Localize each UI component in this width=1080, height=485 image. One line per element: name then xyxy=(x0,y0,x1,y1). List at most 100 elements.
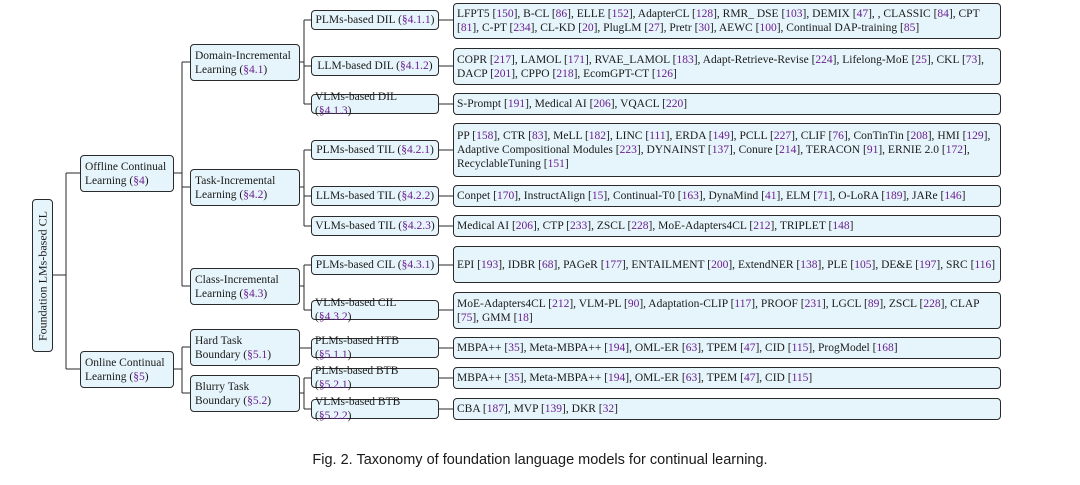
group-label: PLMs-based CIL ( xyxy=(315,259,402,271)
method-name: EcomGPT-CT xyxy=(583,67,649,80)
citation-ref: 152 xyxy=(611,8,629,20)
method-name: VQACL xyxy=(620,98,660,110)
section-ref: §4.2.2 xyxy=(401,190,431,202)
leaf-plms-htb: MBPA++ [35], Meta-MBPA++ [194], OML-ER [… xyxy=(453,337,1001,359)
citation-ref: 30 xyxy=(698,22,710,34)
citation-ref: 170 xyxy=(496,190,515,202)
citation-ref: 212 xyxy=(753,220,771,232)
method-name: JARe xyxy=(912,190,938,202)
citation-ref: 27 xyxy=(648,22,660,34)
section-ref: §4.1 xyxy=(243,63,264,76)
citation-ref: 68 xyxy=(542,258,554,271)
subcategory-task-incremental: Task-Incremental Learning (§4.2) xyxy=(190,169,300,206)
citation-ref: 191 xyxy=(507,98,526,110)
method-name: InstructAlign xyxy=(523,190,586,202)
group-vlms-cil: VLMs-based CIL (§4.3.2) xyxy=(311,297,439,323)
method-name: PROOF xyxy=(760,297,798,310)
method-name: COPR xyxy=(457,53,488,66)
group-label: PLMs-based HTB ( xyxy=(315,335,400,361)
citation-ref: 75 xyxy=(460,311,473,324)
method-name: CPPO xyxy=(520,67,550,80)
method-name: Lifelong-MoE xyxy=(842,53,909,66)
leaf-vlms-cil: MoE-Adapters4CL [212], VLM-PL [90], Adap… xyxy=(453,292,1001,329)
method-name: DEMIX xyxy=(812,8,850,20)
section-ref: §4.1.2 xyxy=(400,60,429,72)
citation-ref: 47 xyxy=(743,372,756,384)
citation-ref: 177 xyxy=(604,258,622,271)
method-name: Pretr xyxy=(669,22,692,34)
group-label: VLMs-based BTB ( xyxy=(315,396,401,422)
citation-ref: 151 xyxy=(547,158,565,170)
method-name: ConTinTin xyxy=(853,130,904,142)
method-name: CID xyxy=(765,372,785,384)
group-label: PLMs-based DIL ( xyxy=(315,14,402,26)
method-name: ZSCL xyxy=(596,220,625,232)
citation-ref: 224 xyxy=(815,53,833,66)
section-ref: §5.1.1 xyxy=(318,349,348,361)
method-name: AEWC xyxy=(718,22,753,34)
method-name: CL-KD xyxy=(540,22,576,34)
method-name: IDBR xyxy=(507,258,536,271)
citation-ref: 234 xyxy=(513,22,531,34)
citation-ref: 138 xyxy=(800,258,818,271)
method-name: GMM xyxy=(481,311,511,324)
method-name: PCLL xyxy=(739,130,768,142)
method-name: Meta-MBPA++ xyxy=(529,372,602,384)
method-name: ENTAILMENT xyxy=(631,258,705,271)
method-name: TPEM xyxy=(706,372,738,384)
method-name: ELLE xyxy=(576,8,605,20)
leaf-plms-dil: LFPT5 [150], B-CL [86], ELLE [152], Adap… xyxy=(453,3,1001,39)
citation-ref: 137 xyxy=(711,144,729,156)
citation-ref: 228 xyxy=(631,220,649,232)
section-ref: §4 xyxy=(133,174,145,187)
citation-ref: 168 xyxy=(876,342,894,354)
method-name: TERACON xyxy=(805,144,861,156)
leaf-vlms-til: Medical AI [206], CTP [233], ZSCL [228],… xyxy=(453,215,1001,237)
method-name: DKR xyxy=(571,403,596,415)
method-name: MoE-Adapters4CL xyxy=(658,220,747,232)
citation-ref: 200 xyxy=(711,258,729,271)
citation-ref: 85 xyxy=(903,22,916,34)
method-name: LINC xyxy=(615,130,643,142)
section-ref: §5.1 xyxy=(247,348,268,361)
citation-ref: 15 xyxy=(591,190,604,202)
citation-ref: 25 xyxy=(915,53,927,66)
citation-ref: 172 xyxy=(945,144,963,156)
method-name: PP xyxy=(457,130,470,142)
method-list: MoE-Adapters4CL [212], VLM-PL [90], Adap… xyxy=(457,297,980,324)
citation-ref: 206 xyxy=(515,220,534,232)
method-name: MeLL xyxy=(553,130,583,142)
method-name: MoE-Adapters4CL xyxy=(457,297,546,310)
method-name: CLAP xyxy=(950,297,980,310)
method-name: DACP xyxy=(457,67,488,80)
method-name: ELM xyxy=(786,190,811,202)
method-name: RecyclableTuning xyxy=(457,158,541,170)
method-list: MBPA++ [35], Meta-MBPA++ [194], OML-ER [… xyxy=(457,372,813,384)
citation-ref: 41 xyxy=(765,190,777,202)
method-name: RVAE_LAMOL xyxy=(594,53,670,66)
citation-ref: 194 xyxy=(608,342,626,354)
leaf-plms-cil: EPI [193], IDBR [68], PAGeR [177], ENTAI… xyxy=(453,246,1001,283)
section-ref: §4.2 xyxy=(243,188,264,201)
citation-ref: 18 xyxy=(517,311,529,324)
section-ref: §4.3.1 xyxy=(401,259,431,271)
method-name: MBPA++ xyxy=(457,342,502,354)
group-plms-cil: PLMs-based CIL (§4.3.1) xyxy=(311,255,439,275)
citation-ref: 228 xyxy=(923,297,941,310)
citation-ref: 20 xyxy=(582,22,594,34)
category-label: Online Continual Learning ( xyxy=(85,356,165,383)
method-name: Adaptive Compositional Modules xyxy=(457,144,613,156)
method-name: , CLASSIC xyxy=(877,8,931,20)
method-name: S-Prompt xyxy=(457,98,502,110)
method-name: CTR xyxy=(502,130,526,142)
method-name: B-CL xyxy=(523,8,549,20)
group-llms-til: LLMs-based TIL (§4.2.2) xyxy=(311,186,439,206)
citation-ref: 63 xyxy=(685,342,698,354)
citation-ref: 139 xyxy=(544,403,563,415)
method-name: Conpet xyxy=(457,190,491,202)
citation-ref: 182 xyxy=(588,130,607,142)
citation-ref: 71 xyxy=(817,190,829,202)
citation-ref: 73 xyxy=(965,53,978,66)
